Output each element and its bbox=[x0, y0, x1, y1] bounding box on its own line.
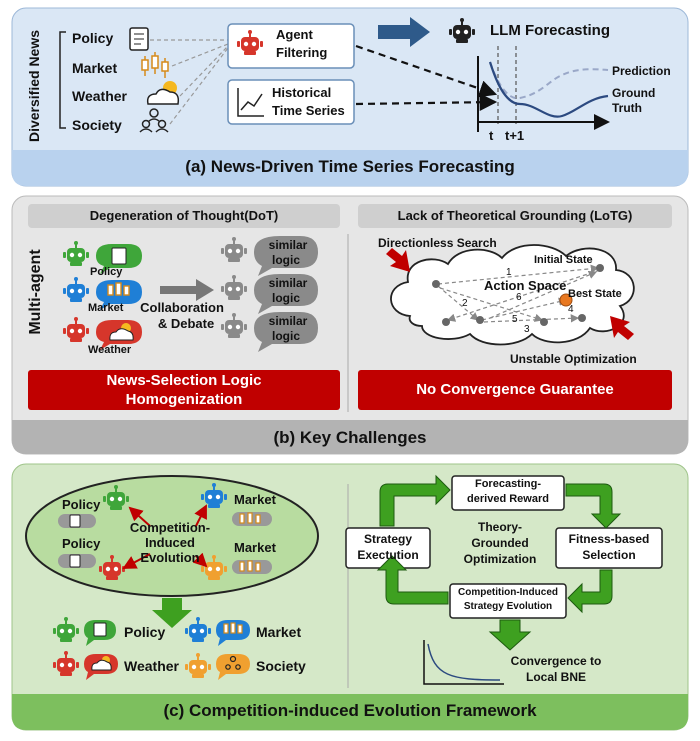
bottom-policy: Policy bbox=[124, 624, 166, 640]
right-red-banner bbox=[358, 370, 672, 410]
panel-c-caption-bar bbox=[12, 694, 688, 730]
dot-title-bar bbox=[28, 204, 340, 228]
similar-2a: similar bbox=[268, 276, 308, 290]
left-red-banner bbox=[28, 370, 340, 410]
similar-2b: logic bbox=[271, 291, 301, 305]
strategy-exec-line2: Exectution bbox=[357, 548, 419, 562]
center-line2: Induced bbox=[145, 535, 195, 550]
similar-logic-bubbles bbox=[254, 236, 318, 352]
panel-c-caption: (c) Competition-induced Evolution Framew… bbox=[163, 701, 537, 720]
red-arrow-right bbox=[610, 316, 634, 340]
similar-1b: logic bbox=[271, 253, 301, 267]
news-policy: Policy bbox=[72, 30, 114, 46]
center-line1: Competition- bbox=[129, 520, 211, 535]
convergence-line1: Convergence to bbox=[510, 654, 602, 668]
fitness-line2: Selection bbox=[582, 548, 636, 562]
step-4: 4 bbox=[568, 304, 574, 315]
green-down-arrow bbox=[152, 598, 192, 628]
panel-a-caption: (a) News-Driven Time Series Forecasting bbox=[185, 157, 515, 176]
convergence-arrow bbox=[488, 619, 532, 651]
center-line3: Evolution bbox=[140, 550, 200, 565]
theory-line3: Optimization bbox=[463, 552, 537, 566]
bottom-society: Society bbox=[256, 658, 306, 674]
ellipse-market-1: Market bbox=[234, 492, 276, 507]
ground-truth-line1: Ground bbox=[612, 86, 656, 100]
initial-state-label: Initial State bbox=[534, 254, 593, 266]
lotg-title-bar bbox=[358, 204, 672, 228]
news-weather: Weather bbox=[72, 88, 127, 104]
bottom-weather: Weather bbox=[124, 658, 179, 674]
candlestick-icon bbox=[141, 52, 169, 78]
convergence-line2: Local BNE bbox=[525, 670, 587, 684]
panel-a-caption-bar bbox=[12, 150, 688, 186]
forecast-plot bbox=[477, 46, 610, 132]
similar-3b: logic bbox=[271, 329, 301, 343]
panel-b-caption-bar bbox=[12, 420, 688, 454]
dot-title: Degeneration of Thought(DoT) bbox=[89, 208, 279, 223]
best-state-label: Best State bbox=[568, 288, 622, 300]
best-state-dot bbox=[559, 293, 573, 307]
left-banner-line1: News-Selection Logic bbox=[106, 372, 262, 389]
cise-box bbox=[449, 583, 567, 619]
lotg-title: Lack of Theoretical Grounding (LoTG) bbox=[397, 208, 633, 223]
similar-3a: similar bbox=[268, 314, 308, 328]
t-label: t bbox=[489, 128, 494, 143]
historical-box bbox=[227, 79, 355, 125]
llm-forecasting-label: LLM Forecasting bbox=[490, 22, 611, 39]
strategy-exec-line1: Strategy bbox=[363, 532, 413, 546]
unstable-label: Unstable Optimization bbox=[510, 352, 637, 366]
t1-label: t+1 bbox=[505, 128, 525, 143]
theory-line2: Grounded bbox=[471, 536, 529, 550]
weather-icon bbox=[146, 81, 180, 105]
agent-market-label: Market bbox=[88, 302, 124, 314]
document-icon bbox=[129, 27, 149, 51]
forecast-reward-line1: Forecasting- bbox=[474, 478, 542, 490]
ellipse-market-2: Market bbox=[234, 540, 276, 555]
big-arrow bbox=[378, 17, 430, 47]
multi-agent-label: Multi-agent bbox=[27, 249, 44, 335]
diversified-news-label: Diversified News bbox=[26, 29, 42, 143]
bottom-market: Market bbox=[256, 624, 302, 640]
cise-line2: Strategy Evolution bbox=[463, 601, 553, 612]
prediction-label: Prediction bbox=[612, 64, 671, 78]
action-space-label: Action Space bbox=[484, 278, 567, 293]
theory-line1: Theory- bbox=[477, 520, 523, 534]
convergence-plot bbox=[423, 640, 504, 685]
fitness-line1: Fitness-based bbox=[568, 532, 650, 546]
agent-policy-label: Policy bbox=[90, 266, 123, 278]
right-banner: No Convergence Guarantee bbox=[416, 381, 614, 398]
line-chart-icon bbox=[237, 88, 264, 117]
ellipse-policy-2: Policy bbox=[62, 536, 101, 551]
forecasting-reward-box bbox=[451, 475, 565, 511]
agent-filtering-line1: Agent bbox=[276, 27, 313, 42]
agent-filtering-line2: Filtering bbox=[276, 45, 328, 60]
ground-truth-line2: Truth bbox=[612, 101, 642, 115]
step-5: 5 bbox=[512, 314, 518, 325]
panel-b-caption: (b) Key Challenges bbox=[273, 428, 427, 447]
collab-line2: & Debate bbox=[157, 316, 215, 331]
historical-line1: Historical bbox=[272, 85, 332, 100]
left-banner-line2: Homogenization bbox=[125, 391, 243, 408]
gray-arrow bbox=[160, 279, 214, 301]
step-1: 1 bbox=[506, 267, 512, 278]
historical-line2: Time Series bbox=[272, 103, 345, 118]
people-icon bbox=[139, 108, 169, 133]
step-2: 2 bbox=[462, 298, 468, 309]
step-6: 6 bbox=[516, 292, 522, 303]
news-market: Market bbox=[72, 60, 118, 76]
cise-line1: Competition-Induced bbox=[458, 587, 558, 598]
red-arrow-left bbox=[386, 248, 410, 272]
agent-weather-label: Weather bbox=[88, 344, 132, 356]
news-society: Society bbox=[72, 117, 122, 133]
fitness-box bbox=[555, 527, 663, 569]
directionless-label: Directionless Search bbox=[378, 236, 497, 250]
forecast-reward-line2: derived Reward bbox=[467, 493, 549, 505]
agent-filtering-box bbox=[227, 23, 355, 69]
ellipse-policy-1: Policy bbox=[62, 497, 101, 512]
step-3: 3 bbox=[524, 324, 530, 335]
collab-line1: Collaboration bbox=[140, 300, 224, 315]
similar-1a: similar bbox=[268, 238, 308, 252]
